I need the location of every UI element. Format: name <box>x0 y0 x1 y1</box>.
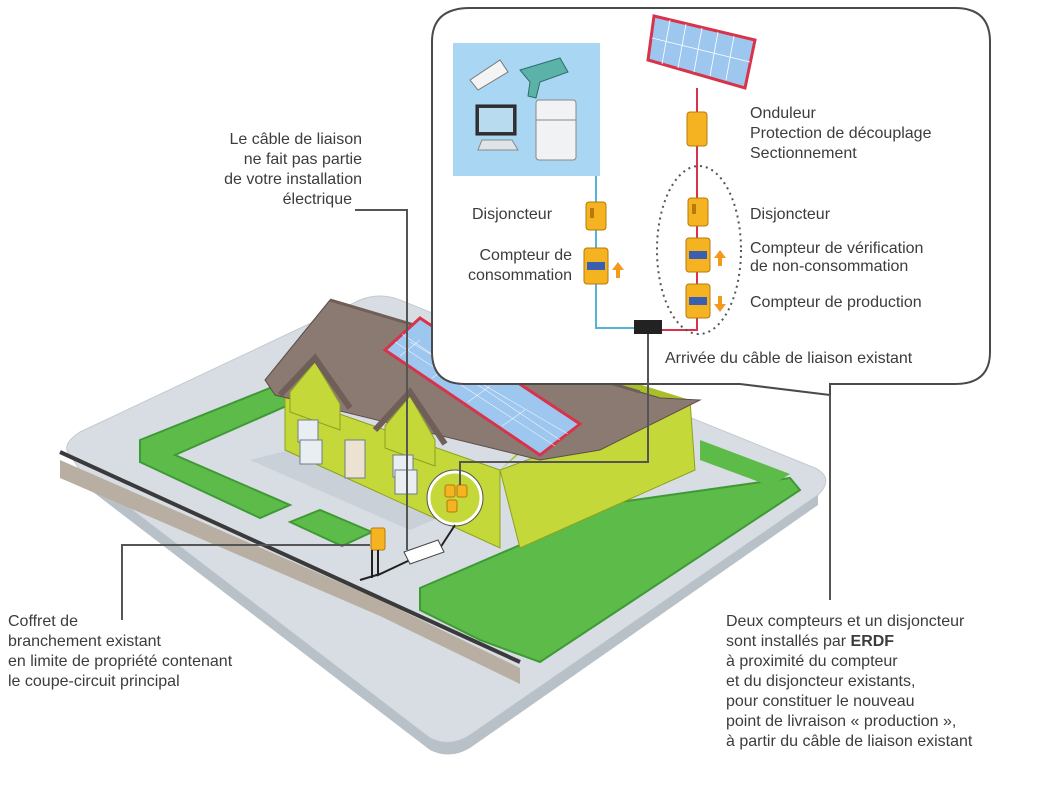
wall-meter <box>444 484 456 498</box>
grass-right <box>700 440 790 486</box>
label-text: sont installés par <box>726 633 851 650</box>
label-disjoncteur-left: Disjoncteur <box>472 206 553 223</box>
wall-meter <box>446 499 458 513</box>
leader-cable-liaison <box>355 209 408 550</box>
road <box>60 460 520 684</box>
window <box>299 439 323 465</box>
label-compteur-production: Compteur de production <box>750 294 922 311</box>
appliances-icon <box>469 57 577 161</box>
disjoncteur-left-box <box>585 201 607 231</box>
grass-front-big <box>419 476 802 664</box>
label-protection: Protection de découplage <box>750 125 932 142</box>
label-line: branchement existant <box>8 633 161 650</box>
callout-line: Le câble de liaison <box>229 131 362 148</box>
dormer-left <box>289 361 341 431</box>
label-erdf-block: Deux compteurs et un disjoncteur sont in… <box>726 612 972 752</box>
label-line: Compteur de <box>479 247 573 264</box>
label-disjoncteur-right: Disjoncteur <box>750 206 831 223</box>
brand-erdf: ERDF <box>850 633 895 650</box>
label-compteur-conso: Compteur de consommation <box>462 246 572 286</box>
label-coffret: Coffret de branchement existant en limit… <box>8 612 232 692</box>
label-line: consommation <box>467 267 572 284</box>
door <box>344 439 366 479</box>
callout-line: de votre installation <box>224 171 362 188</box>
label-onduleur-group: Onduleur Protection de découplage Sectio… <box>750 104 931 164</box>
label-line: le coupe-circuit principal <box>8 673 180 690</box>
label-line: et du disjoncteur existants, <box>726 673 916 690</box>
label-arrivee-cable: Arrivée du câble de liaison existant <box>665 350 913 367</box>
onduleur-box <box>686 111 708 147</box>
label-line: de non-consommation <box>750 258 909 275</box>
label-line: à partir du câble de liaison existant <box>726 733 973 750</box>
label-onduleur: Onduleur <box>750 105 816 122</box>
disjoncteur-right-box <box>687 197 709 227</box>
label-line: sont installés par ERDF <box>726 632 972 652</box>
arrow-up-icon <box>714 250 726 266</box>
arrow-down-icon <box>714 296 726 312</box>
label-line: en limite de propriété contenant <box>8 653 233 670</box>
label-compteur-verif: Compteur de vérification de non-consomma… <box>750 240 923 276</box>
cable-junction-box <box>634 320 662 334</box>
road-line <box>59 450 521 664</box>
label-line: Coffret de <box>8 613 78 630</box>
label-line: pour constituer le nouveau <box>726 693 915 710</box>
meter-highlight-circle <box>427 470 483 526</box>
arrow-up-icon <box>612 262 624 278</box>
callout-line: ne fait pas partie <box>243 151 362 168</box>
callout-line: électrique <box>282 191 352 208</box>
liaison-leader <box>459 334 649 485</box>
appliances-box <box>453 43 600 176</box>
production-cable <box>660 88 698 331</box>
coffret-box <box>370 527 386 551</box>
window <box>297 419 319 443</box>
solar-panel-icon <box>646 14 757 90</box>
label-line: Deux compteurs et un disjoncteur <box>726 613 965 630</box>
dotted-group-outline <box>656 165 742 335</box>
wall-meter <box>456 484 468 498</box>
dormer-right <box>384 395 436 467</box>
label-sectionnement: Sectionnement <box>750 145 857 162</box>
label-line: point de livraison « production », <box>726 713 957 730</box>
label-line: à proximité du compteur <box>726 653 898 670</box>
callout-cable-liaison: Le câble de liaison ne fait pas partie d… <box>190 130 362 210</box>
cable-sleeve <box>403 539 445 565</box>
label-line: Compteur de vérification <box>750 240 924 257</box>
leader-coffret <box>121 544 370 620</box>
